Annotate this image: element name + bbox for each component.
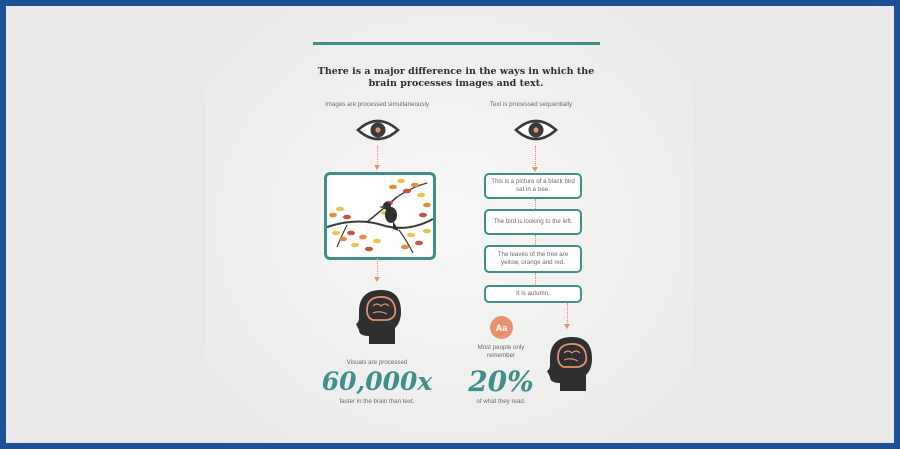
text-box-4: It is autumn. xyxy=(484,285,582,303)
tree-branch-scene xyxy=(327,178,433,254)
arrow-down-icon xyxy=(532,167,538,172)
eye-icon xyxy=(514,119,558,141)
visuals-speed-figure: 60,000x xyxy=(321,367,433,396)
aa-text-badge-icon: Aa xyxy=(490,316,513,339)
visuals-caption-top: Visuals are processed xyxy=(346,359,408,366)
text-box-1: This is a picture of a black bird sat in… xyxy=(484,173,582,199)
connector-dots xyxy=(567,303,568,325)
arrow-down-icon xyxy=(374,277,380,282)
connector-dots xyxy=(377,146,378,166)
connector-dots xyxy=(535,199,536,209)
visuals-caption-bottom: faster in the brain than text. xyxy=(339,398,415,405)
text-box-3: The leaves of the tree are yellow, orang… xyxy=(484,245,582,273)
infographic-heading: There is a major difference in the ways … xyxy=(317,66,595,89)
text-retention-figure: 20% xyxy=(468,365,534,398)
connector-dots xyxy=(535,146,536,168)
head-with-brain-icon xyxy=(356,290,401,344)
text-column-label: Text is processed sequentially xyxy=(489,101,573,108)
arrow-down-icon xyxy=(564,324,570,329)
background-glow xyxy=(206,6,694,443)
text-box-2: The bird is looking to the left. xyxy=(484,209,582,235)
text-caption-top: Most people only remember xyxy=(477,344,525,359)
connector-dots xyxy=(535,273,536,285)
text-caption-bottom: of what they read. xyxy=(476,398,526,405)
connector-dots xyxy=(535,235,536,245)
arrow-down-icon xyxy=(374,165,380,170)
top-divider xyxy=(313,42,600,45)
images-column-label: Images are processed simultaneously xyxy=(325,101,429,108)
head-with-brain-icon xyxy=(547,337,592,391)
eye-icon xyxy=(356,119,400,141)
black-bird xyxy=(379,202,399,231)
bird-in-tree-illustration xyxy=(324,172,436,260)
connector-dots xyxy=(377,258,378,278)
infographic-frame: There is a major difference in the ways … xyxy=(6,6,894,443)
